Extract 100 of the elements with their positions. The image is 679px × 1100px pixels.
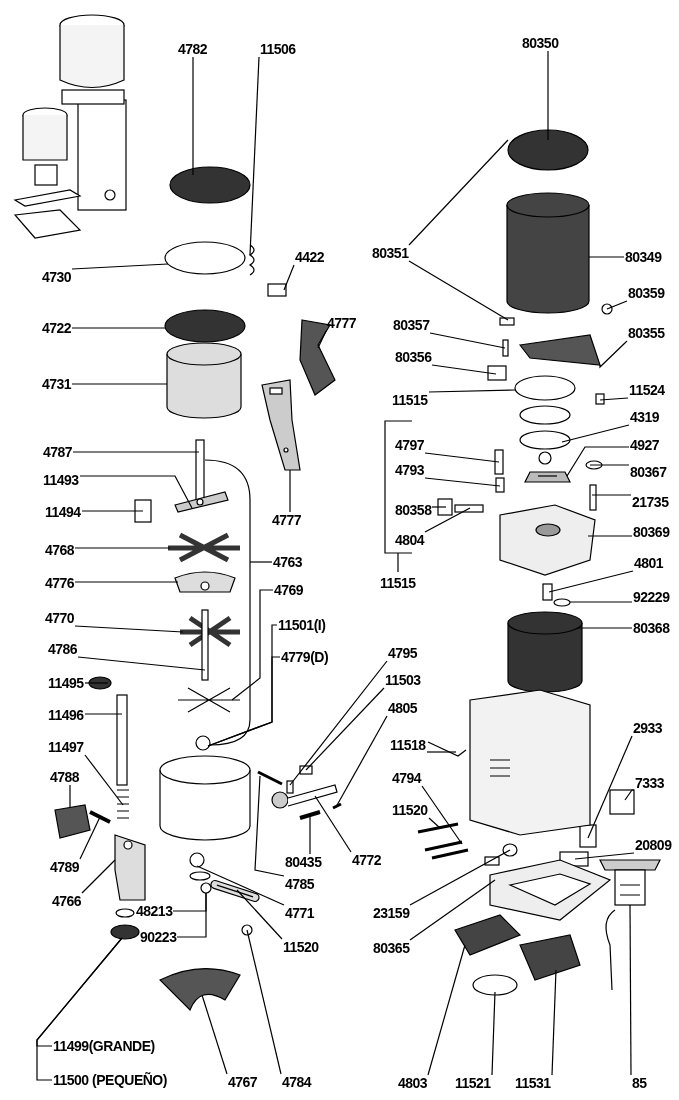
callout-number: 4730 bbox=[42, 269, 72, 285]
ring bbox=[519, 405, 571, 425]
impeller bbox=[177, 687, 241, 713]
screw bbox=[595, 393, 605, 405]
pin bbox=[332, 802, 342, 810]
callout-number: 4782 bbox=[178, 41, 208, 57]
callout-number: 4927 bbox=[630, 437, 660, 453]
callout-number: 80358 bbox=[395, 502, 432, 518]
leader-line bbox=[431, 506, 447, 508]
shaft bbox=[195, 439, 205, 501]
callout-number: 80365 bbox=[373, 940, 410, 956]
leader-line bbox=[587, 735, 633, 839]
block bbox=[499, 504, 596, 576]
leader-line bbox=[577, 627, 633, 629]
callout-number: 48213 bbox=[136, 903, 173, 919]
washer bbox=[189, 871, 211, 881]
motor bbox=[507, 611, 583, 693]
leader-line bbox=[569, 601, 633, 603]
leader-line bbox=[249, 561, 273, 563]
foot bbox=[110, 924, 140, 940]
callout-number: 21735 bbox=[632, 494, 669, 510]
leader-line bbox=[192, 56, 194, 176]
callout-number: 4785 bbox=[285, 876, 315, 892]
leader-line bbox=[624, 789, 635, 801]
threaded-rod bbox=[201, 609, 209, 681]
block bbox=[299, 765, 313, 775]
leader-line bbox=[589, 464, 630, 466]
bolt bbox=[454, 504, 484, 513]
callout-number: 80435 bbox=[285, 854, 322, 870]
leader-line bbox=[36, 937, 123, 1081]
callout-number: 4804 bbox=[395, 532, 425, 548]
bracket-plate bbox=[261, 379, 301, 471]
leader-line bbox=[79, 475, 193, 509]
leader-line bbox=[84, 754, 124, 806]
leader-line bbox=[314, 795, 352, 853]
callout-number: 11515 bbox=[392, 392, 428, 408]
screw bbox=[241, 924, 253, 936]
leader-line bbox=[548, 570, 634, 593]
leader-line bbox=[606, 300, 628, 310]
callout-number: 11520 bbox=[283, 939, 319, 955]
rod bbox=[116, 694, 128, 786]
leader-line bbox=[566, 446, 630, 477]
leader-line bbox=[588, 256, 625, 258]
callout-number: 80369 bbox=[633, 524, 670, 540]
leader-line bbox=[283, 264, 295, 291]
gasket bbox=[472, 974, 518, 996]
callout-number: 4795 bbox=[388, 645, 418, 661]
blade bbox=[174, 491, 229, 513]
callout-number: 4786 bbox=[48, 641, 78, 657]
leader-line bbox=[587, 535, 633, 537]
pin bbox=[494, 449, 504, 475]
leader-line bbox=[427, 944, 466, 1076]
callout-number: 7333 bbox=[635, 775, 665, 791]
ring bbox=[164, 241, 246, 275]
callout-number: 11500 (PEQUEÑO) bbox=[53, 1072, 167, 1088]
leader-line bbox=[309, 814, 311, 855]
callout-number: 4766 bbox=[52, 893, 82, 909]
cap bbox=[585, 460, 603, 470]
leader-line bbox=[254, 775, 285, 877]
shaft bbox=[542, 583, 553, 601]
callout-number: 23159 bbox=[373, 905, 410, 921]
base bbox=[489, 859, 612, 921]
leader-line bbox=[71, 263, 169, 270]
callout-number: 11499(GRANDE) bbox=[53, 1038, 155, 1054]
bushing bbox=[134, 499, 152, 523]
leader-line bbox=[574, 852, 635, 860]
leader-line bbox=[289, 660, 388, 786]
callout-number: 4771 bbox=[285, 905, 315, 921]
screw bbox=[502, 339, 509, 357]
leader-line bbox=[236, 889, 283, 940]
switch bbox=[609, 789, 635, 815]
ring bbox=[519, 430, 571, 450]
callout-number: 92229 bbox=[633, 589, 670, 605]
callout-number: 80351 bbox=[372, 245, 409, 261]
callout-number: 4801 bbox=[634, 555, 664, 571]
callout-number: 4787 bbox=[43, 444, 73, 460]
lid bbox=[507, 129, 589, 171]
lid bbox=[169, 166, 251, 204]
callout-number: 11496 bbox=[48, 707, 84, 723]
plate bbox=[454, 914, 522, 956]
callout-number: 11524 bbox=[629, 382, 665, 398]
leader-line bbox=[84, 713, 123, 715]
callout-number: 80367 bbox=[630, 464, 667, 480]
callout-number: 11501(I) bbox=[278, 617, 326, 633]
leader-line bbox=[421, 785, 463, 845]
hopper bbox=[506, 192, 590, 314]
cylinder bbox=[166, 342, 242, 419]
leader-line bbox=[71, 327, 166, 329]
callout-number: 80349 bbox=[625, 249, 662, 265]
callout-number: 4763 bbox=[273, 554, 303, 570]
spring bbox=[116, 789, 130, 819]
knob bbox=[88, 676, 112, 690]
callout-number: 4722 bbox=[42, 320, 72, 336]
fork bbox=[417, 822, 459, 834]
washer bbox=[115, 908, 135, 918]
leader-line bbox=[74, 547, 171, 549]
callout-number: 4784 bbox=[282, 1074, 312, 1090]
knob bbox=[437, 498, 453, 516]
leader-line bbox=[408, 139, 509, 246]
callout-number: 11494 bbox=[45, 504, 81, 520]
